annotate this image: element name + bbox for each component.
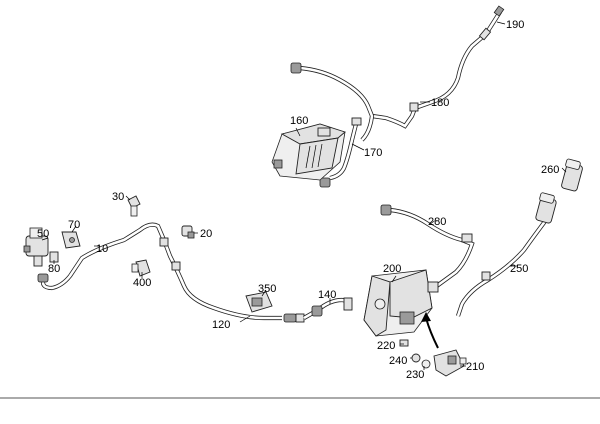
callout-80: 80 <box>48 263 60 275</box>
callout-160: 160 <box>290 115 308 127</box>
callout-200: 200 <box>383 263 401 275</box>
hose-140 <box>302 297 353 320</box>
clip-20 <box>181 225 195 239</box>
callout-230: 230 <box>406 369 424 381</box>
sensor-260 <box>535 158 583 224</box>
hose-120 <box>159 237 305 323</box>
callout-140: 140 <box>318 289 336 301</box>
callout-50: 50 <box>37 228 49 240</box>
hose-250 <box>456 218 548 317</box>
module-200 <box>363 269 439 337</box>
arrow-to-200 <box>421 312 439 349</box>
callout-30: 30 <box>112 191 124 203</box>
hose-180-190 <box>371 5 505 129</box>
callout-260: 260 <box>541 164 559 176</box>
clip-30 <box>127 195 141 217</box>
valve-50 <box>23 227 49 267</box>
fastener-220 <box>399 339 409 347</box>
callout-10: 10 <box>96 243 108 255</box>
callout-250: 250 <box>510 263 528 275</box>
hose-10 <box>37 222 166 291</box>
callout-400: 400 <box>133 277 151 289</box>
hose-280 <box>380 204 475 290</box>
callout-120: 120 <box>212 319 230 331</box>
canister-160 <box>271 123 346 181</box>
callout-240: 240 <box>389 355 407 367</box>
callout-180: 180 <box>431 97 449 109</box>
callout-20: 20 <box>200 228 212 240</box>
callout-190: 190 <box>506 19 524 31</box>
callout-220: 220 <box>377 340 395 352</box>
bracket-400 <box>131 259 151 277</box>
ring-230 <box>421 359 431 369</box>
valve-210 <box>433 349 467 377</box>
leader-lines <box>41 21 567 370</box>
bracket-70 <box>61 231 81 249</box>
washer-240 <box>411 353 421 363</box>
callout-280: 280 <box>428 216 446 228</box>
callout-70: 70 <box>68 219 80 231</box>
callout-210: 210 <box>466 361 484 373</box>
callout-350: 350 <box>258 283 276 295</box>
valve-350 <box>245 291 273 313</box>
hose-160-upper <box>290 62 375 188</box>
callout-170: 170 <box>364 147 382 159</box>
